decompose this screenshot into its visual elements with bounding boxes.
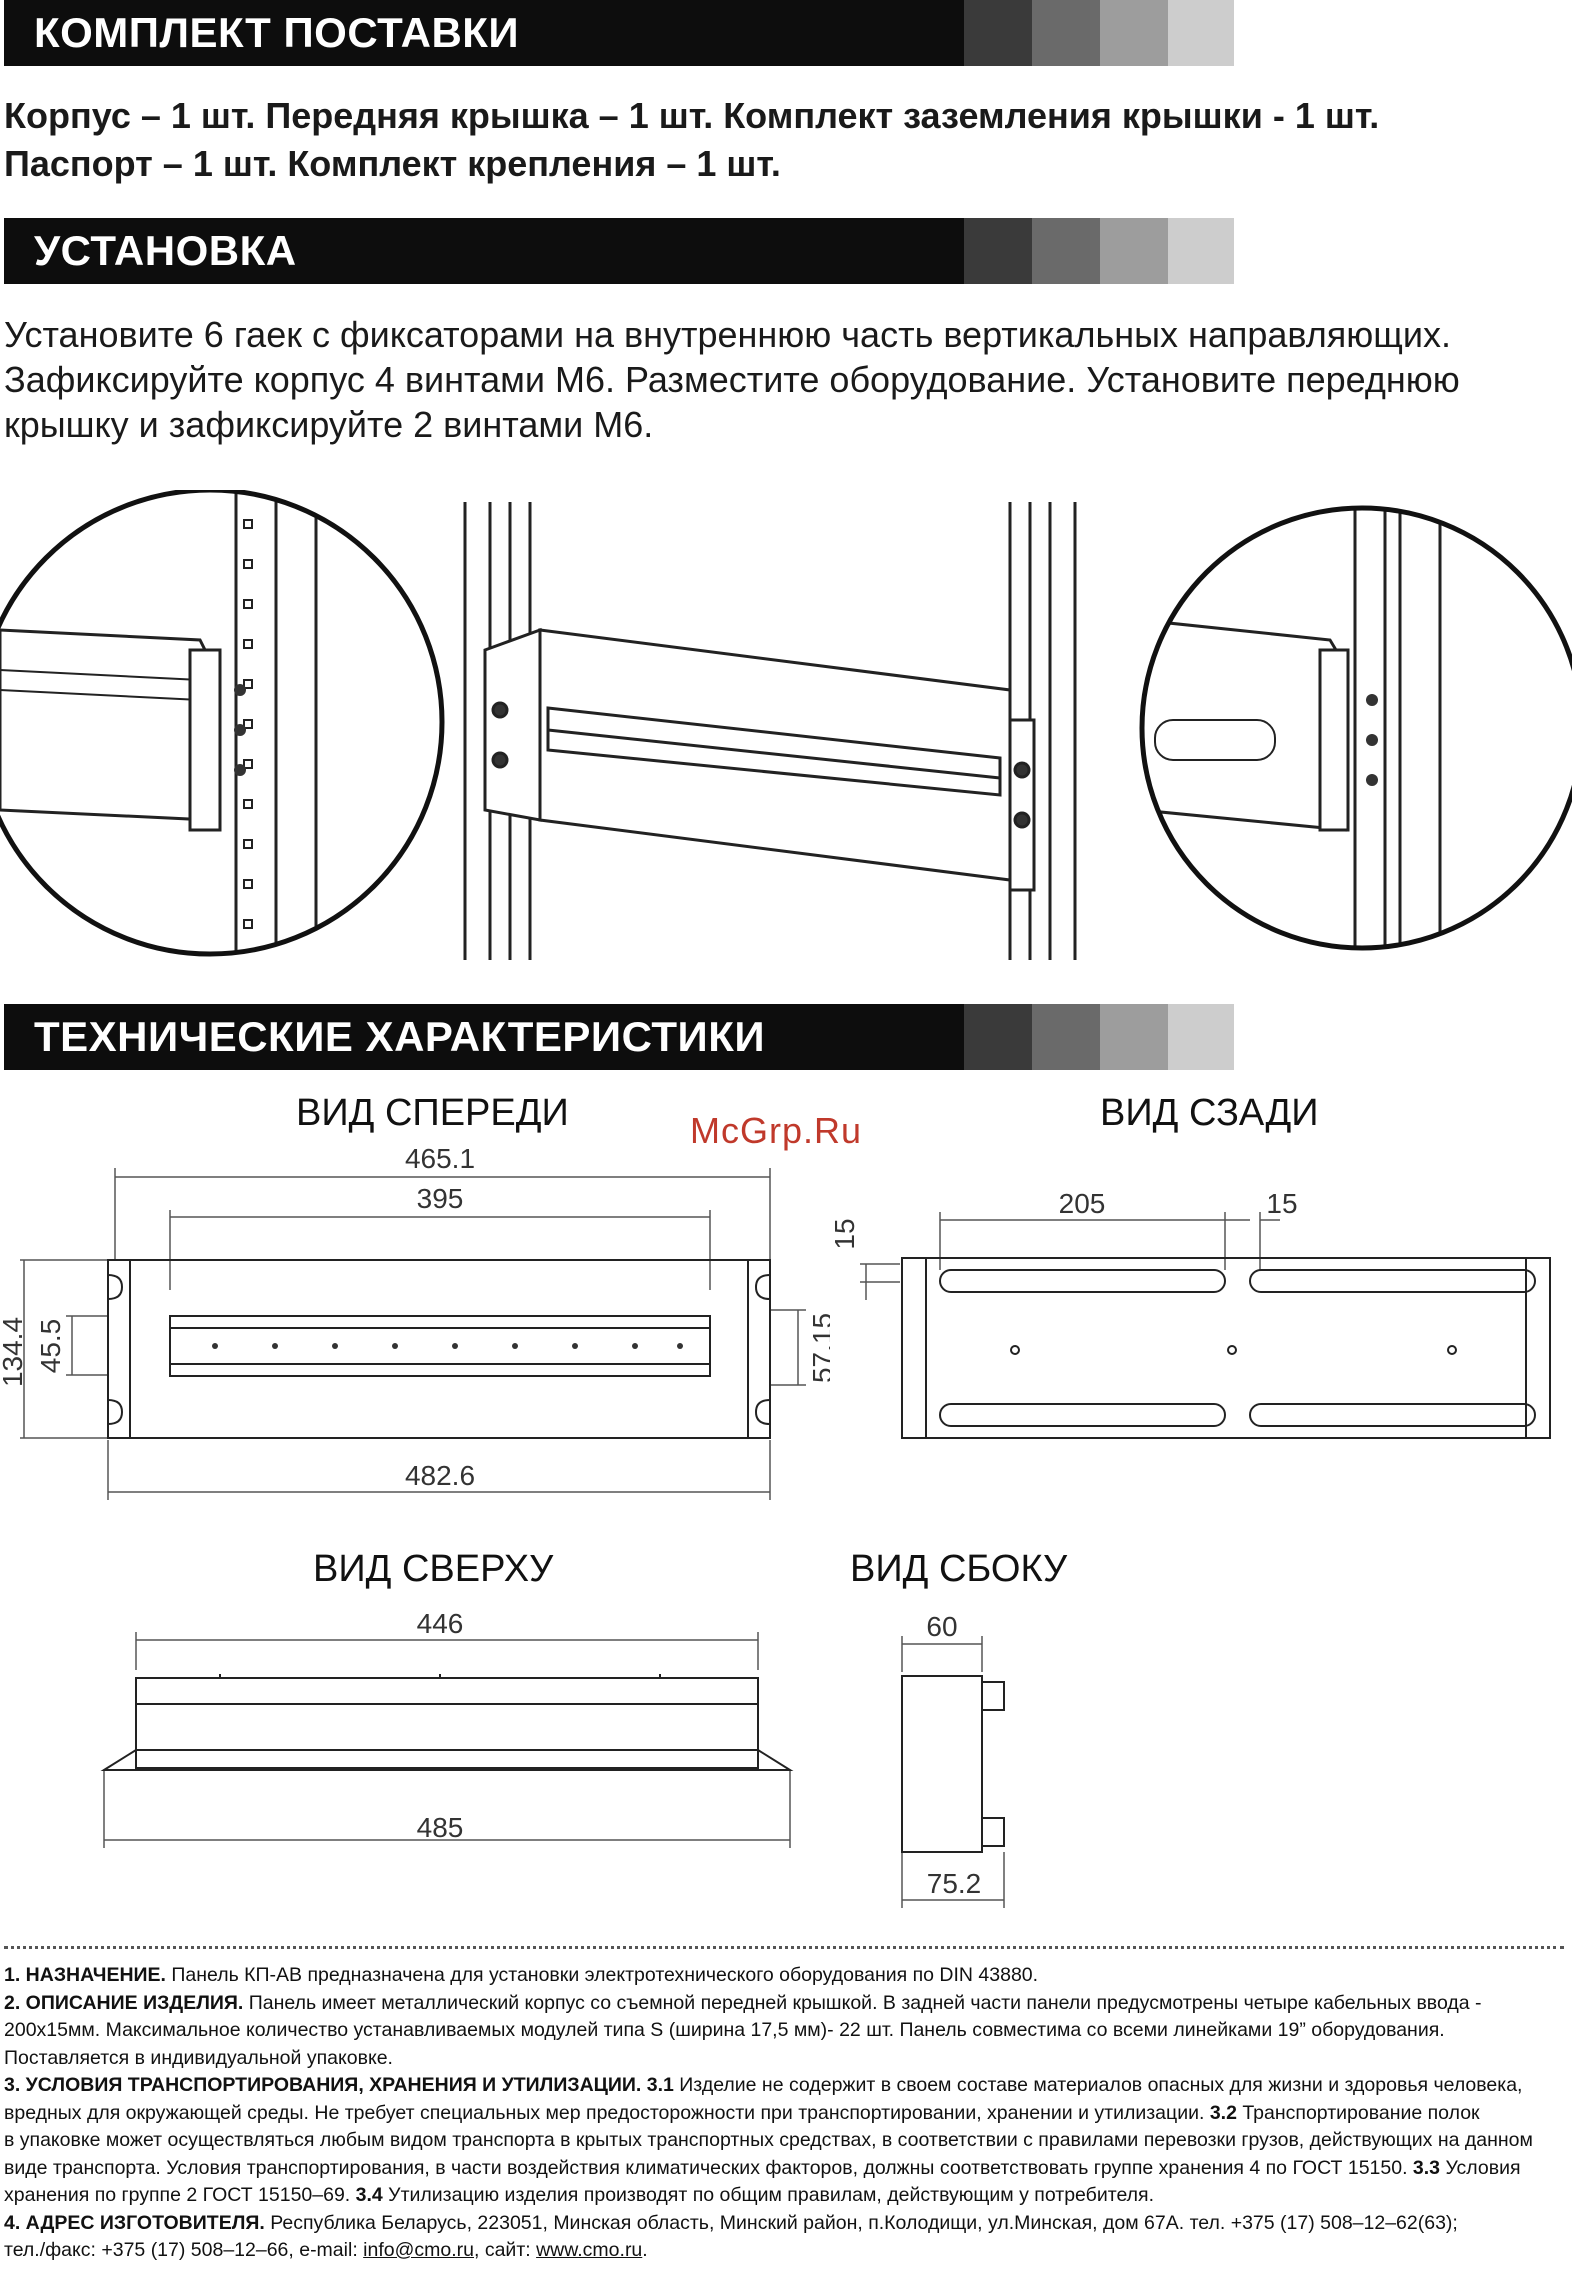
note-3-cont-3: виде транспорта. Условия транспортирован… [4, 2156, 1521, 2179]
dim-side-depth: 60 [926, 1611, 957, 1642]
dim-top-depth-inner: 446 [417, 1608, 464, 1639]
note-4-cont: тел./факс: +375 (17) 508–12–66, e-mail: … [4, 2239, 648, 2261]
dim-side-depth-total: 75.2 [927, 1868, 982, 1899]
install-instructions: Установите 6 гаек с фиксаторами на внутр… [4, 312, 1570, 447]
dim-front-window: 395 [417, 1183, 464, 1214]
install-line-1: Установите 6 гаек с фиксаторами на внутр… [4, 314, 1451, 355]
section-header-specs: ТЕХНИЧЕСКИЕ ХАРАКТЕРИСТИКИ [4, 1004, 1234, 1070]
note-3-cont-1: вредных для окружающей среды. Не требует… [4, 2101, 1480, 2124]
note-4: 4. АДРЕС ИЗГОТОВИТЕЛЯ. Республика Белару… [4, 2211, 1458, 2234]
back-view-title: ВИД СЗАДИ [1100, 1092, 1319, 1134]
left-detail-zoom [0, 490, 442, 954]
dim-front-mount-pitch: 57.15 [807, 1313, 830, 1383]
top-view-title: ВИД СВЕРХУ [313, 1548, 554, 1590]
back-view-drawing: 205 15 15 [830, 1188, 1551, 1439]
installation-illustration [0, 490, 1572, 960]
section-title-specs: ТЕХНИЧЕСКИЕ ХАРАКТЕРИСТИКИ [4, 1004, 964, 1070]
section-header-install: УСТАНОВКА [4, 218, 1234, 284]
note-2-cont-1: 200х15мм. Максимальное количество устана… [4, 2019, 1445, 2041]
dim-front-width-total: 482.6 [405, 1460, 475, 1491]
top-view-drawing: 446 485 [100, 1608, 794, 1848]
section-title-kit: КОМПЛЕКТ ПОСТАВКИ [4, 0, 964, 66]
section-header-kit: КОМПЛЕКТ ПОСТАВКИ [4, 0, 1234, 66]
dim-back-slot-gap: 15 [1266, 1188, 1297, 1219]
install-line-3: крышку и зафиксируйте 2 винтами М6. [4, 404, 654, 445]
right-detail-zoom [1142, 508, 1572, 948]
note-3: 3. УСЛОВИЯ ТРАНСПОРТИРОВАНИЯ, ХРАНЕНИЯ И… [4, 2074, 1523, 2096]
notes-block: 1. НАЗНАЧЕНИЕ. Панель КП-АВ предназначен… [4, 1962, 1566, 2265]
note-2-cont-2: Поставляется в индивидуальной упаковке. [4, 2046, 393, 2069]
rack-assembly [463, 502, 1077, 960]
kit-line-1: Корпус – 1 шт. Передняя крышка – 1 шт. К… [4, 95, 1380, 136]
side-view-drawing: 60 75.2 [901, 1611, 1005, 1908]
note-3-cont-2: в упаковке может осуществляться любым ви… [4, 2129, 1533, 2151]
side-view-title: ВИД СБОКУ [850, 1548, 1068, 1590]
email-link[interactable]: info@cmo.ru [363, 2239, 474, 2261]
kit-contents: Корпус – 1 шт. Передняя крышка – 1 шт. К… [4, 92, 1564, 188]
dotted-divider [4, 1946, 1564, 1949]
dim-top-width-total: 485 [417, 1812, 464, 1843]
watermark-text: McGrp.Ru [690, 1110, 863, 1151]
kit-line-2: Паспорт – 1 шт. Комплект крепления – 1 ш… [4, 143, 781, 184]
website-link[interactable]: www.cmo.ru [536, 2239, 643, 2261]
dim-back-slot-length: 205 [1059, 1188, 1106, 1219]
dim-front-window-height: 45.5 [35, 1319, 66, 1374]
dim-front-height: 134.4 [0, 1317, 28, 1387]
note-3-cont-4: хранения по группе 2 ГОСТ 15150–69. 3.4 … [4, 2184, 1155, 2206]
install-line-2: Зафиксируйте корпус 4 винтами М6. Размес… [4, 359, 1460, 400]
front-view-title: ВИД СПЕРЕДИ [296, 1092, 569, 1134]
note-2: 2. ОПИСАНИЕ ИЗДЕЛИЯ. Панель имеет металл… [4, 1991, 1482, 2014]
front-view-drawing: 465.1 395 134.4 45.5 57.15 482.6 [0, 1143, 830, 1500]
dim-front-width-outer: 465.1 [405, 1143, 475, 1174]
section-title-install: УСТАНОВКА [4, 218, 964, 284]
dim-back-slot-height: 15 [830, 1218, 860, 1249]
note-1: 1. НАЗНАЧЕНИЕ. Панель КП-АВ предназначен… [4, 1964, 1039, 1986]
